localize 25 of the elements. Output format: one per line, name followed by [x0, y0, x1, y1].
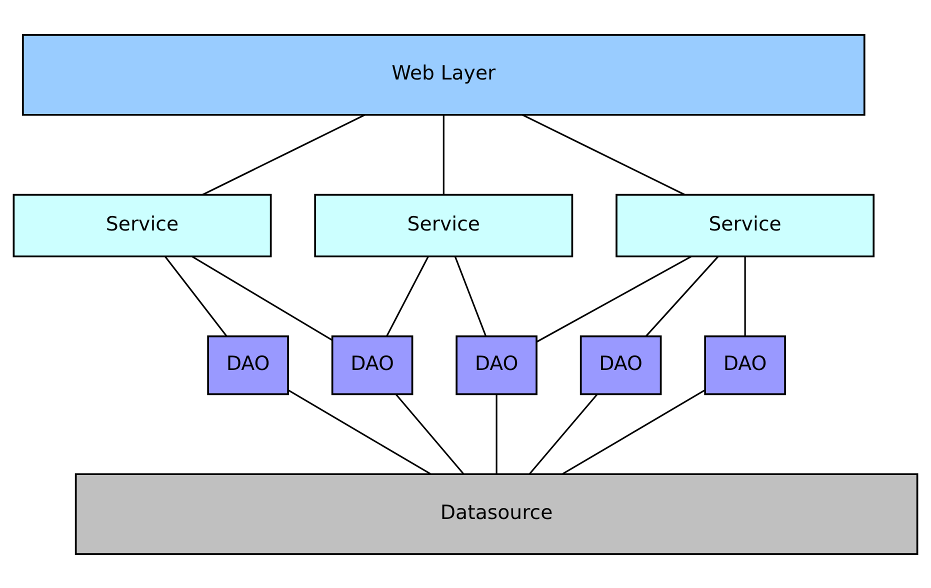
connector [744, 256, 746, 336]
connector [496, 394, 498, 474]
node-box: DAO [331, 334, 414, 395]
node-box: Web Layer [22, 34, 866, 116]
connector [528, 393, 598, 474]
node-box: Service [12, 193, 272, 257]
connector [522, 114, 686, 195]
connector [164, 256, 228, 336]
node-box: DAO [207, 334, 289, 395]
connector [288, 389, 431, 474]
connector [442, 114, 444, 194]
connector [395, 393, 464, 474]
connector [454, 256, 487, 336]
node-box: Service [314, 193, 574, 257]
connector [386, 256, 429, 336]
node-box: DAO [704, 334, 786, 395]
connector [562, 389, 705, 474]
connector [202, 114, 366, 195]
connector [192, 255, 332, 340]
connector [536, 255, 692, 342]
node-box: Datasource [74, 472, 918, 554]
node-box: Service [616, 193, 875, 257]
connector [645, 256, 719, 336]
node-box: DAO [456, 334, 538, 395]
node-box: DAO [580, 334, 662, 395]
